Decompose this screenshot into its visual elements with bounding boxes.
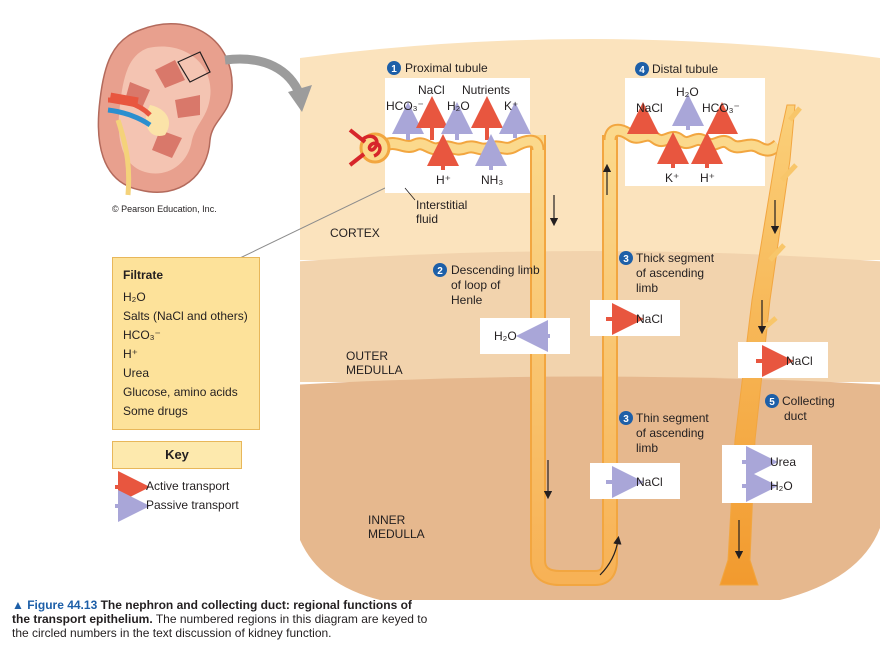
urea-label: Urea (770, 455, 796, 469)
filtrate-item: Salts (NaCl and others) (123, 309, 248, 323)
desc-h2o-label: H₂O (494, 329, 517, 343)
proximal-nutrients: Nutrients (462, 83, 510, 97)
filtrate-item: Glucose, amino acids (123, 385, 238, 399)
key-active-label: Active transport (146, 479, 230, 493)
distal-title-text: Distal tubule (652, 62, 718, 76)
distal-hco3: HCO₃⁻ (702, 101, 740, 115)
outer-medulla-label-2: MEDULLA (346, 363, 403, 377)
thick-line-1: Thick segment (636, 251, 715, 265)
distal-num: 4 (639, 65, 645, 76)
proximal-k: K⁺ (504, 99, 518, 113)
figure-number: ▲ Figure 44.13 (12, 598, 98, 612)
thin-line-2: of ascending (636, 426, 704, 440)
inner-duct-box (722, 445, 812, 503)
outer-medulla-label-1: OUTER (346, 349, 388, 363)
interstitial-pointer (404, 187, 416, 201)
thick-title: 3 Thick segment of ascending limb (619, 251, 715, 295)
collecting-line-2: duct (784, 409, 807, 423)
descending-title: 2 Descending limb of loop of Henle (433, 263, 540, 307)
filtrate-title: Filtrate (123, 268, 164, 282)
copyright-text: © Pearson Education, Inc. (112, 204, 217, 214)
key-passive-label: Passive transport (146, 498, 239, 512)
distal-nacl: NaCl (636, 101, 663, 115)
thin-nacl-box (590, 463, 680, 499)
caption-text: The numbered regions in this diagram are… (12, 612, 428, 640)
thin-num: 3 (623, 414, 629, 425)
zoom-arrow-head (288, 85, 312, 112)
kidney-illustration (97, 23, 233, 196)
descending-line-3: Henle (451, 293, 483, 307)
interstitial-line-2: fluid (416, 212, 438, 226)
thick-nacl-label: NaCl (636, 312, 663, 326)
thick-num: 3 (623, 254, 629, 265)
filtrate-connector-line (239, 187, 386, 259)
thick-line-3: limb (636, 281, 658, 295)
filtrate-box: Filtrate H₂O Salts (NaCl and others) HCO… (112, 257, 260, 430)
key-title: Key (112, 441, 242, 469)
loop-of-henle (530, 135, 618, 586)
caption-bold: The nephron and collecting duct: regiona… (12, 598, 412, 626)
distal-h: H⁺ (700, 171, 715, 185)
glomerulus (348, 128, 391, 167)
filtrate-item: H₂O (123, 290, 146, 304)
distal-title: 4 Distal tubule (635, 62, 718, 76)
collecting-title: 5 Collecting duct (765, 394, 835, 423)
filtrate-item: Some drugs (123, 404, 188, 418)
filtrate-item: HCO₃⁻ (123, 328, 161, 342)
proximal-num: 1 (391, 64, 397, 75)
distal-k: K⁺ (665, 171, 679, 185)
filtrate-item: Urea (123, 366, 150, 380)
proximal-nh3: NH₃ (481, 173, 503, 187)
inner-medulla-label-2: MEDULLA (368, 527, 425, 541)
outer-nacl-label: NaCl (786, 354, 813, 368)
collecting-line-1: Collecting (782, 394, 835, 408)
proximal-hco3: HCO₃⁻ (386, 99, 424, 113)
descending-line-1: Descending limb (451, 263, 540, 277)
cortex-label: CORTEX (330, 226, 380, 240)
proximal-h2o: H₂O (447, 99, 470, 113)
collecting-num: 5 (769, 397, 775, 408)
proximal-transport-arrows (392, 96, 531, 170)
proximal-title: 1 Proximal tubule (387, 61, 488, 75)
thin-title: 3 Thin segment of ascending limb (619, 411, 709, 455)
thin-nacl-label: NaCl (636, 475, 663, 489)
thin-line-3: limb (636, 441, 658, 455)
inner-h2o-label: H₂O (770, 479, 793, 493)
distal-transport-arrows (627, 94, 738, 168)
flow-arrows (543, 163, 780, 576)
filtrate-item: H⁺ (123, 347, 138, 361)
descending-num: 2 (437, 266, 443, 277)
interstitial-line-1: Interstitial (416, 198, 467, 212)
zoom-arrow (224, 54, 305, 97)
proximal-h: H⁺ (436, 173, 451, 187)
thin-line-1: Thin segment (636, 411, 709, 425)
descending-line-2: of loop of (451, 278, 501, 292)
figure-caption: ▲ Figure 44.13 The nephron and collectin… (12, 598, 432, 640)
outer-nacl-box (738, 342, 828, 378)
proximal-title-text: Proximal tubule (405, 61, 488, 75)
proximal-tubule (382, 134, 545, 156)
thick-nacl-box (590, 300, 680, 336)
thick-line-2: of ascending (636, 266, 704, 280)
distal-h2o: H₂O (676, 85, 699, 99)
proximal-nacl: NaCl (418, 83, 445, 97)
inner-medulla-label-1: INNER (368, 513, 406, 527)
